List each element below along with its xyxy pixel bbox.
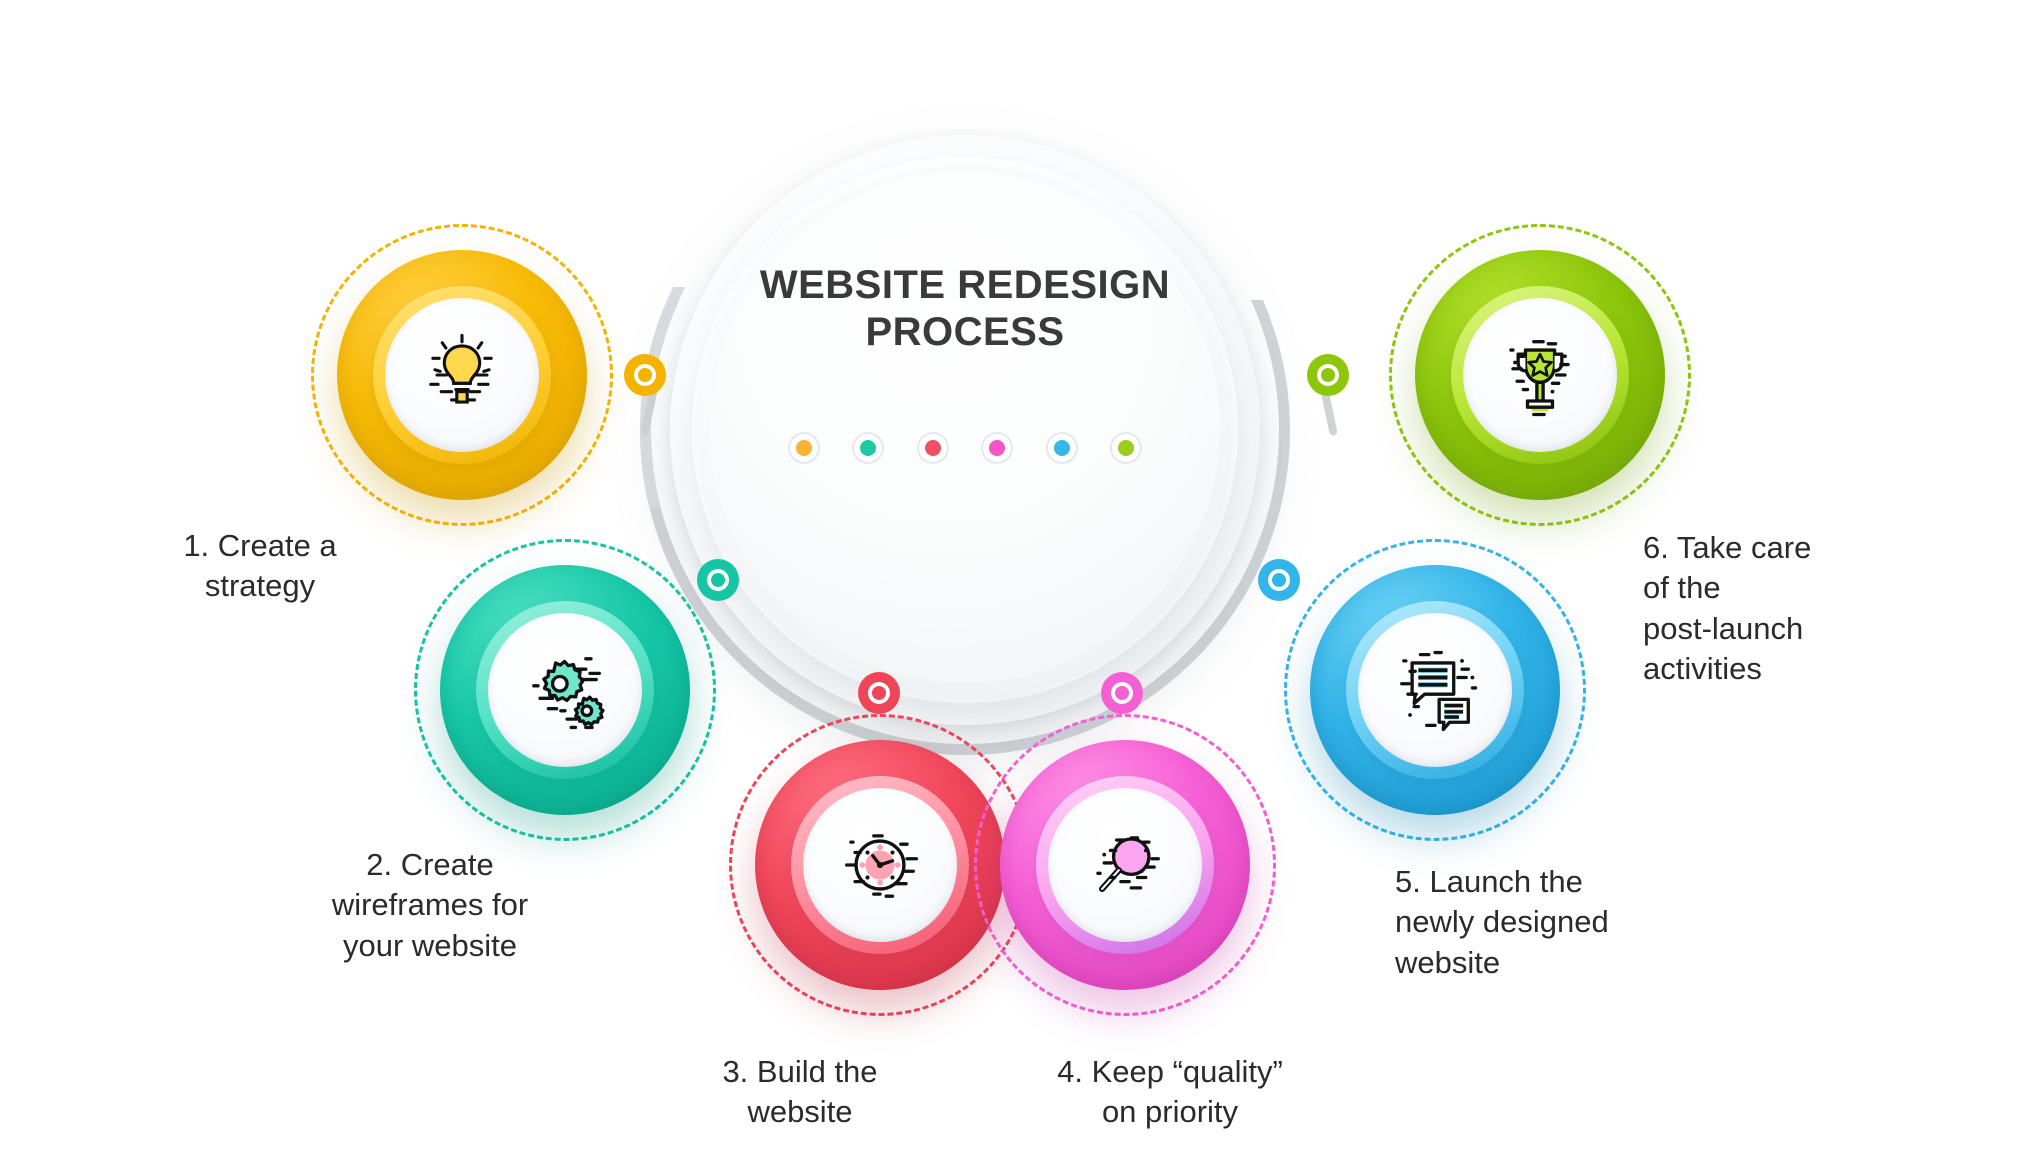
step-3-label-line-2: website xyxy=(747,1094,853,1130)
step-4-label-line-1: 4. Keep “quality” xyxy=(1057,1054,1283,1089)
step-2-label-line-3: your website xyxy=(342,927,518,963)
hub-dot-5 xyxy=(1047,434,1076,462)
step-5-dashed-ring xyxy=(1284,539,1586,841)
step-2-connector-bullet xyxy=(697,559,739,601)
step-4-dashed-ring xyxy=(974,714,1276,1016)
page-title: WEBSITE REDESIGN PROCESS xyxy=(715,262,1215,356)
step-2-label-line-2: wireframes for xyxy=(331,887,529,923)
step-1-icon-face xyxy=(385,298,539,452)
step-6-icon-face xyxy=(1463,298,1617,452)
step-2-icon-face xyxy=(488,613,642,767)
step-5-connector-bullet xyxy=(1258,559,1300,601)
lightbulb-icon xyxy=(429,333,493,404)
title-line-1: WEBSITE REDESIGN xyxy=(759,263,1171,307)
title-line-2: PROCESS xyxy=(865,310,1065,355)
step-6-label-line-2: of the xyxy=(1643,570,1721,606)
step-node-5[interactable] xyxy=(1284,539,1586,841)
step-2-dashed-ring xyxy=(414,539,716,841)
step-node-2[interactable] xyxy=(414,539,716,841)
gears-icon xyxy=(532,657,605,730)
hub-dot-6 xyxy=(1111,434,1140,462)
step-node-6[interactable] xyxy=(1389,224,1691,526)
hub-face xyxy=(710,173,1220,683)
step-5-label-line-1: 5. Launch the xyxy=(1395,864,1583,899)
step-node-4[interactable] xyxy=(974,714,1276,1016)
step-node-1[interactable] xyxy=(311,224,613,526)
step-6-connector-bullet xyxy=(1307,354,1349,396)
hub-dot-1 xyxy=(790,434,818,462)
step-4-icon-face xyxy=(1048,788,1202,942)
step-1-label-line-1: 1. Create a xyxy=(183,528,337,563)
step-5-icon-face xyxy=(1358,613,1512,767)
step-3-label: 3. Build the website xyxy=(640,1052,960,1133)
step-node-3[interactable] xyxy=(729,714,1031,1016)
step-6-label-line-1: 6. Take care xyxy=(1643,530,1812,565)
step-2-label: 2. Create wireframes for your website xyxy=(245,845,615,966)
step-3-connector-bullet xyxy=(858,672,900,714)
hub-dot-2 xyxy=(854,434,883,462)
connector-arc-left xyxy=(640,287,744,508)
step-4-label: 4. Keep “quality” on priority xyxy=(975,1052,1365,1133)
chat-bubbles-icon xyxy=(1400,650,1478,732)
magnifier-icon xyxy=(1096,836,1160,893)
step-3-label-line-1: 3. Build the xyxy=(722,1054,878,1089)
step-6-label: 6. Take care of the post-launch activiti… xyxy=(1643,528,1973,689)
step-5-label: 5. Launch the newly designed website xyxy=(1395,862,1755,983)
hub-dot-3 xyxy=(918,434,947,462)
clock-icon xyxy=(845,834,919,898)
step-5-label-line-2: newly designed xyxy=(1395,904,1609,940)
step-1-connector-bullet xyxy=(624,354,666,396)
step-1-label-line-2: strategy xyxy=(204,568,316,604)
step-2-label-line-1: 2. Create xyxy=(366,847,494,882)
step-1-dashed-ring xyxy=(311,224,613,526)
step-3-icon-face xyxy=(803,788,957,942)
step-6-label-line-3: post-launch xyxy=(1643,610,1804,646)
step-5-label-line-3: website xyxy=(1395,944,1501,980)
step-4-connector-bullet xyxy=(1101,672,1143,714)
trophy-icon xyxy=(1509,340,1570,417)
step-6-label-line-4: activities xyxy=(1643,650,1762,686)
step-1-label: 1. Create a strategy xyxy=(110,526,410,607)
hub-dot-row xyxy=(790,434,1140,462)
hub-dot-4 xyxy=(983,434,1012,462)
step-6-dashed-ring xyxy=(1389,224,1691,526)
step-4-label-line-2: on priority xyxy=(1101,1094,1239,1130)
